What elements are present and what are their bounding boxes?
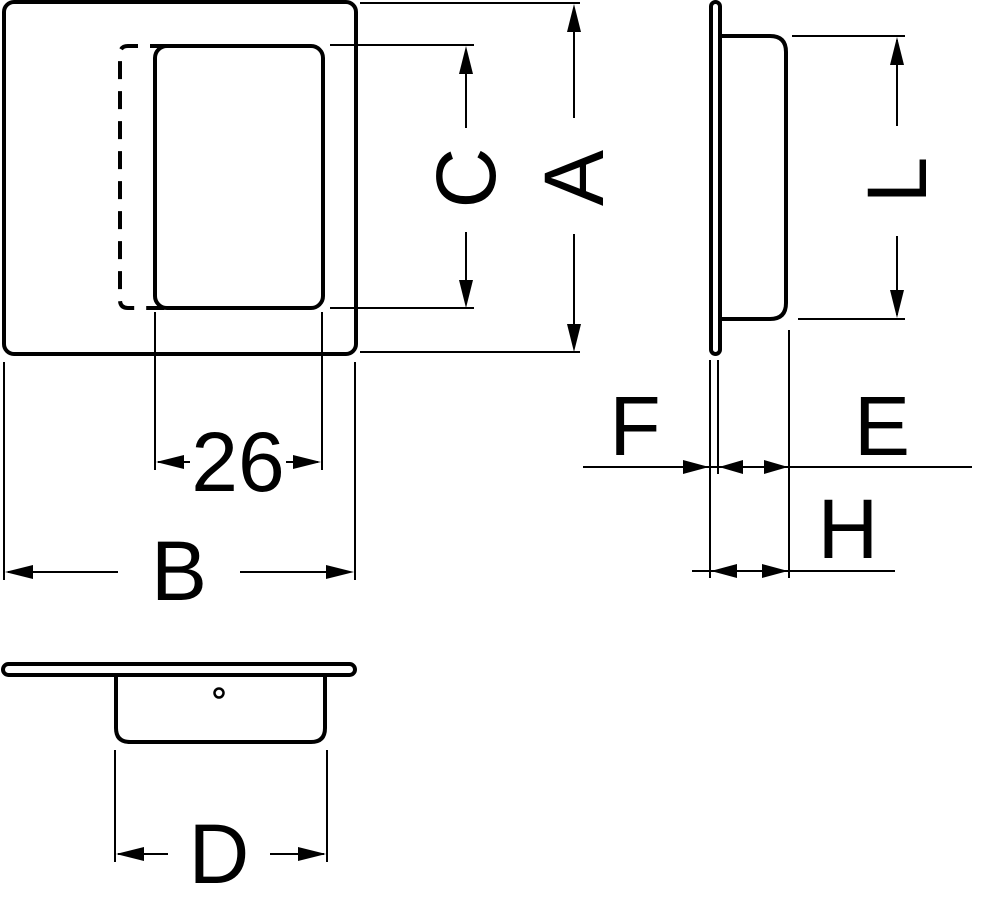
arrow-d-left [116,847,144,861]
dimension-f-e: F E [583,379,972,474]
arrow-l-bottom [890,290,904,318]
arrow-a-bottom [567,324,581,352]
arrow-f-right [683,460,709,474]
dimension-b: B [3,362,356,618]
bottom-flange [1,662,357,677]
label-c: C [419,148,513,209]
side-flange [709,0,722,356]
inner-recess [153,44,325,310]
arrow-b-left [5,565,33,579]
hidden-recess-outline [118,44,168,310]
label-l: L [850,157,944,204]
bottom-body [114,673,327,744]
arrow-e-right [764,460,788,474]
arrow-26-left [156,455,184,469]
front-view [2,0,358,356]
arrow-c-top [459,46,473,74]
label-b: B [151,524,207,618]
arrow-b-right [326,565,354,579]
arrow-e-left [719,460,743,474]
side-view [709,0,788,356]
arrow-26-right [293,455,321,469]
label-f: F [609,379,660,473]
label-e: E [854,379,910,473]
label-d: D [189,807,250,901]
dimension-a: A [360,2,621,353]
screw-hole [213,687,225,699]
arrow-c-bottom [459,280,473,308]
side-extension-lines [709,330,790,578]
arrow-d-right [298,847,326,861]
dimension-l: L [792,35,944,320]
arrow-a-top [567,4,581,32]
outer-plate [2,0,358,356]
dimension-d: D [114,750,328,901]
label-26: 26 [191,415,284,509]
dimension-h: H [692,482,895,578]
side-body [718,34,788,321]
arrow-l-top [890,37,904,65]
dimension-c: C [330,44,513,309]
label-a: A [527,150,621,206]
bottom-view [1,662,357,744]
arrow-h-left [711,564,737,578]
arrow-h-right [762,564,788,578]
dimension-26: 26 [154,312,323,509]
label-h: H [818,482,879,576]
